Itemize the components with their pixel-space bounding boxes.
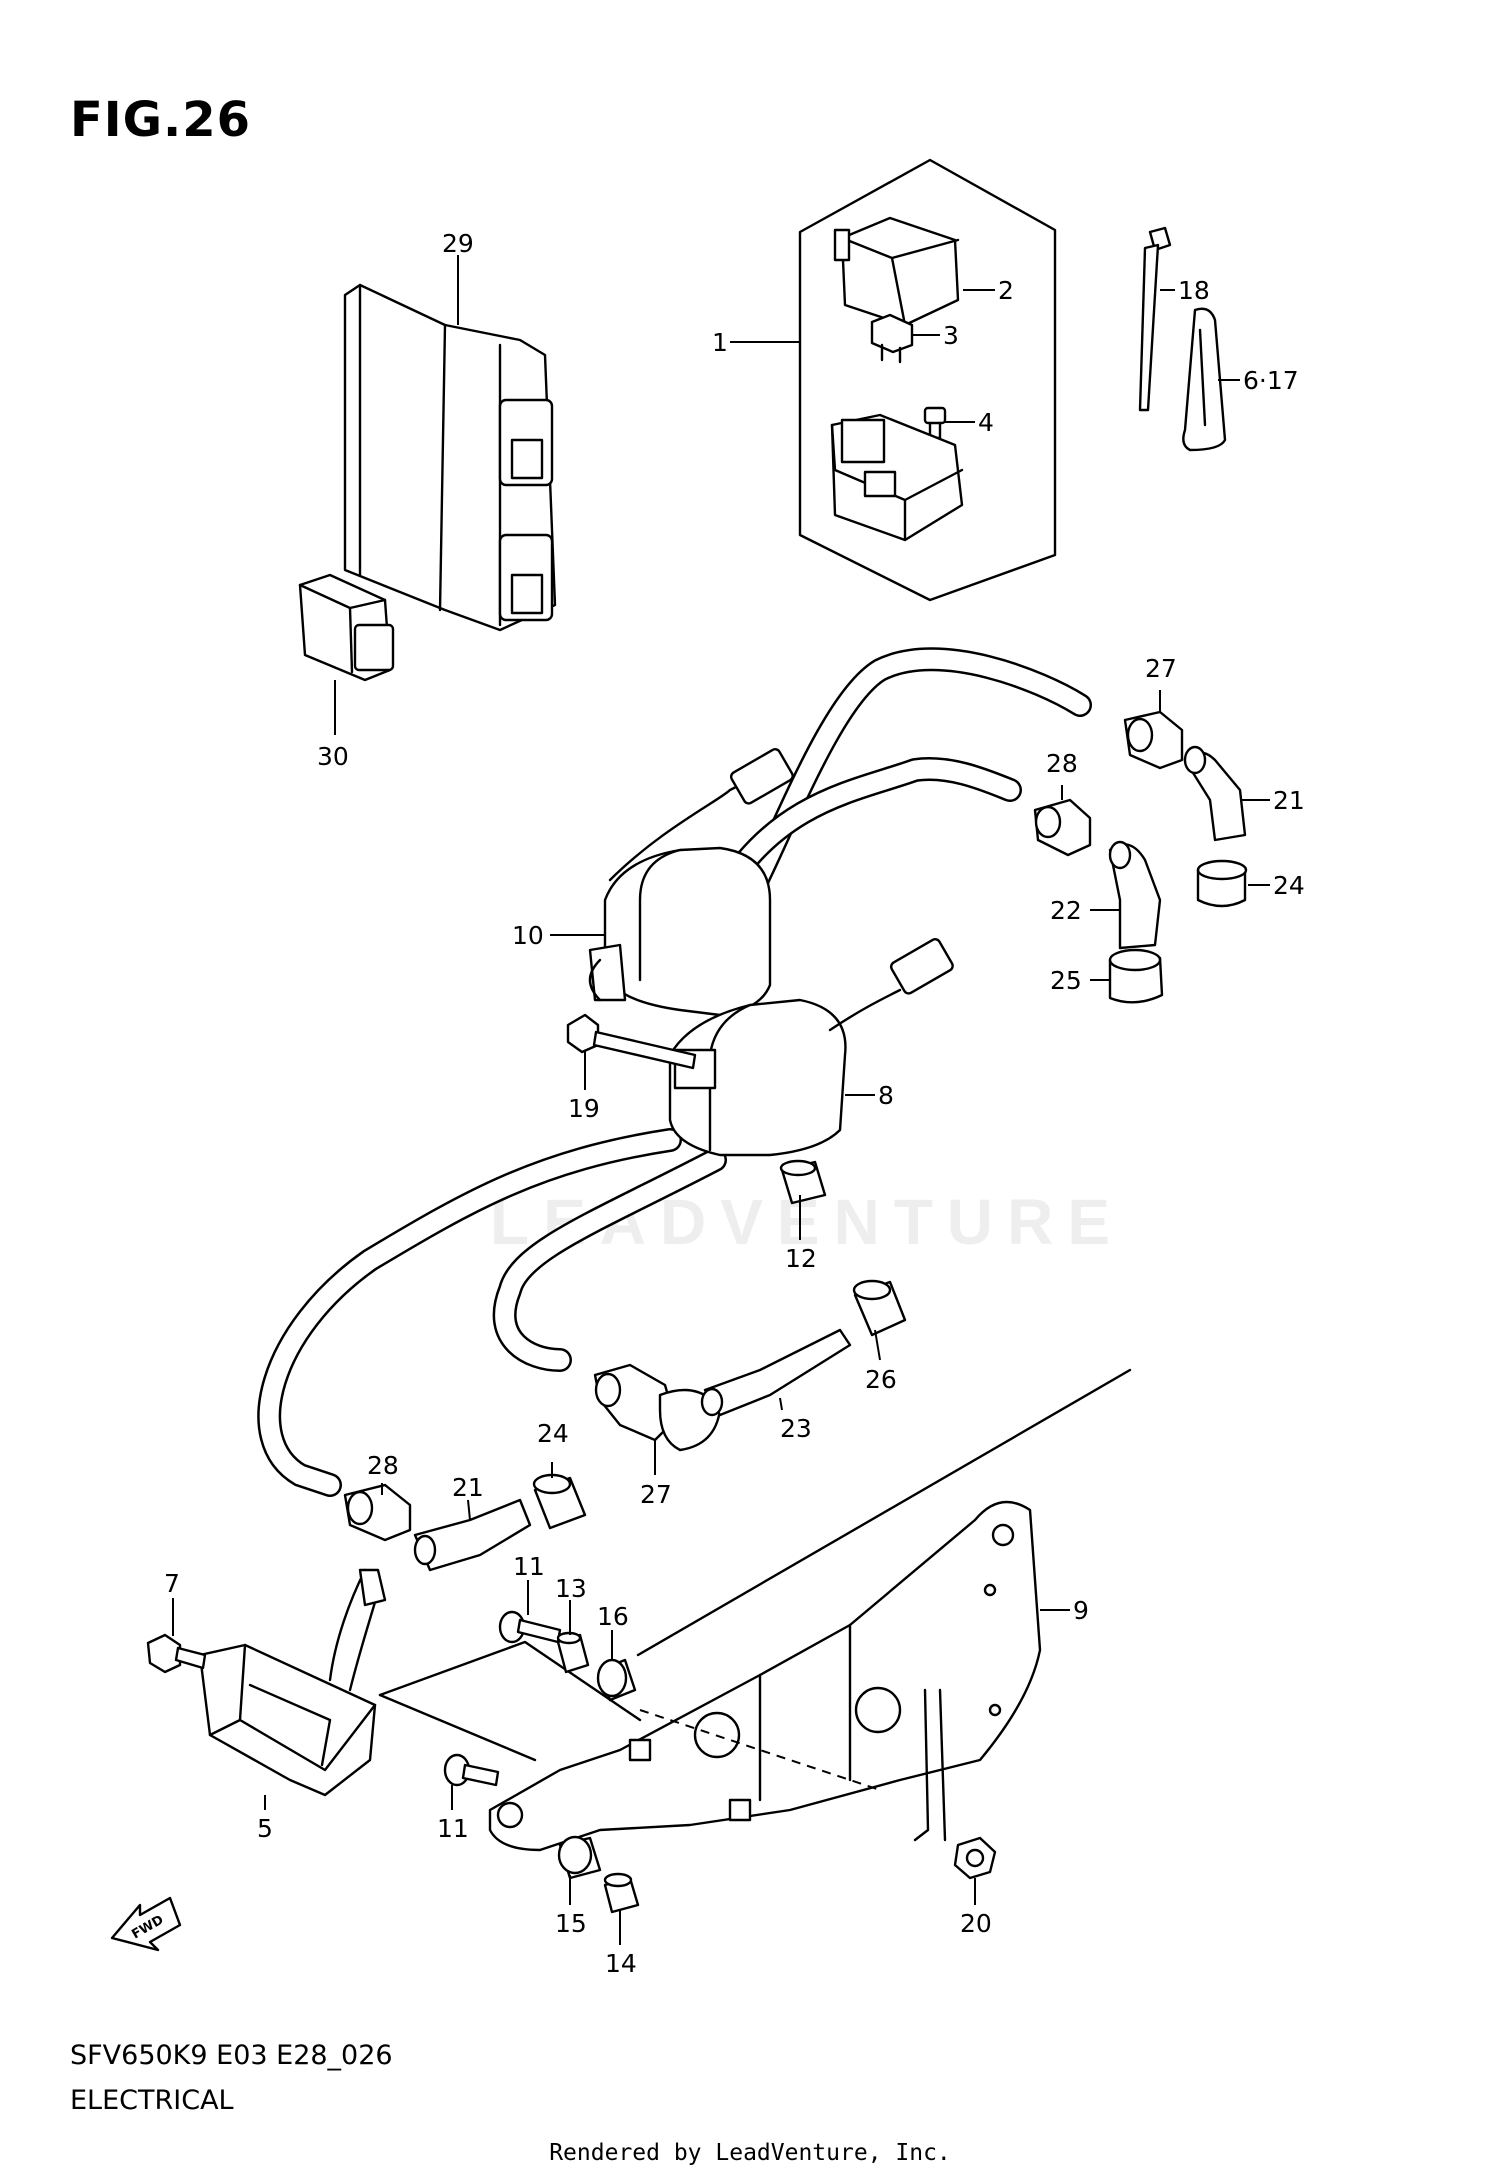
callout-10[interactable]: 10: [512, 921, 544, 950]
grommet-16[interactable]: [596, 1658, 637, 1702]
callout-8[interactable]: 8: [878, 1081, 894, 1110]
callout-21-lower[interactable]: 21: [452, 1473, 484, 1502]
cover-25-upper[interactable]: [1108, 948, 1164, 1004]
bracket-hardware: [443, 1610, 997, 1914]
callout-9[interactable]: 9: [1073, 1596, 1089, 1625]
plug-caps-lower: [343, 1279, 907, 1572]
collar-13[interactable]: [556, 1631, 590, 1674]
callout-1[interactable]: 1: [712, 328, 728, 357]
relay-screw[interactable]: [923, 406, 947, 440]
cover-24-upper[interactable]: [1196, 859, 1248, 908]
plug-cap-28-upper[interactable]: [1033, 798, 1092, 857]
callout-11-upper[interactable]: 11: [513, 1552, 545, 1581]
relay-cover[interactable]: [833, 216, 960, 327]
callout-12[interactable]: 12: [785, 1244, 817, 1273]
callout-3[interactable]: 3: [943, 321, 959, 350]
callout-28-lower[interactable]: 28: [367, 1451, 399, 1480]
plug-cap-23-lower[interactable]: [700, 1328, 852, 1417]
starter-relay-group: [798, 158, 1057, 602]
section-name: ELECTRICAL: [70, 2085, 234, 2116]
bolt-11-lower[interactable]: [443, 1753, 500, 1787]
ignition-coil-rear[interactable]: [588, 747, 794, 1017]
callout-15[interactable]: 15: [555, 1909, 587, 1938]
callout-labels: 1 2 3 4 18 6·17 29 30 27 28 21 24 22 25 …: [164, 229, 1305, 1978]
callout-16[interactable]: 16: [597, 1602, 629, 1631]
regulator-rectifier[interactable]: [198, 1568, 387, 1797]
callout-18[interactable]: 18: [1178, 276, 1210, 305]
grommet-15[interactable]: [557, 1835, 602, 1880]
plug-caps-right: [1033, 710, 1248, 1004]
cover-24-lower[interactable]: [532, 1473, 587, 1530]
callout-29[interactable]: 29: [442, 229, 474, 258]
callout-27-lower[interactable]: 27: [640, 1480, 672, 1509]
model-code: SFV650K9 E03 E28_026: [70, 2040, 393, 2071]
callout-6-17[interactable]: 6·17: [1243, 366, 1299, 395]
bolt-11-upper[interactable]: [498, 1610, 562, 1644]
cable-tie[interactable]: [1138, 226, 1172, 412]
plug-cap-21-upper[interactable]: [1183, 745, 1247, 842]
callout-26[interactable]: 26: [865, 1365, 897, 1394]
coil-bolt[interactable]: [566, 1013, 697, 1070]
coupler-connector[interactable]: [298, 573, 395, 682]
figure-title: FIG.26: [70, 92, 252, 148]
coil-spacer[interactable]: [779, 1159, 827, 1205]
relay-base[interactable]: [830, 413, 964, 542]
collar-14[interactable]: [603, 1872, 640, 1914]
plug-cap-27-lower[interactable]: [593, 1363, 722, 1452]
callout-23[interactable]: 23: [780, 1414, 812, 1443]
callout-24-upper[interactable]: 24: [1273, 871, 1305, 900]
cover-26-lower[interactable]: [852, 1279, 907, 1337]
callout-20[interactable]: 20: [960, 1909, 992, 1938]
wire-clamp[interactable]: [1182, 307, 1227, 452]
callout-14[interactable]: 14: [605, 1949, 637, 1978]
callout-13[interactable]: 13: [555, 1574, 587, 1603]
leader-lines: [172, 255, 1270, 1945]
callout-7[interactable]: 7: [164, 1569, 180, 1598]
high-tension-cables: [257, 647, 1092, 1497]
callout-27-upper[interactable]: 27: [1145, 654, 1177, 683]
nut-20[interactable]: [953, 1836, 997, 1880]
plug-cap-28-lower[interactable]: [343, 1483, 412, 1542]
plug-cap-22-upper[interactable]: [1108, 840, 1162, 950]
callout-28-upper[interactable]: 28: [1046, 749, 1078, 778]
render-credit: Rendered by LeadVenture, Inc.: [549, 2140, 951, 2166]
callout-5[interactable]: 5: [257, 1814, 273, 1843]
plug-cap-27-upper[interactable]: [1123, 710, 1184, 770]
callout-25[interactable]: 25: [1050, 966, 1082, 995]
regulator-bolt[interactable]: [146, 1633, 207, 1674]
fuse[interactable]: [870, 313, 914, 364]
callout-19[interactable]: 19: [568, 1094, 600, 1123]
callout-11-lower[interactable]: 11: [437, 1814, 469, 1843]
callout-24-lower[interactable]: 24: [537, 1419, 569, 1448]
callout-4[interactable]: 4: [978, 408, 994, 437]
coil-bracket[interactable]: [378, 1368, 1132, 1852]
ecm-unit[interactable]: [343, 283, 557, 632]
callout-21-upper[interactable]: 21: [1273, 786, 1305, 815]
ignition-coil-front[interactable]: [668, 937, 954, 1157]
plug-cap-21-lower[interactable]: [413, 1498, 532, 1572]
callout-22[interactable]: 22: [1050, 896, 1082, 925]
fwd-arrow-icon: FWD: [110, 1896, 182, 1952]
callout-30[interactable]: 30: [317, 742, 349, 771]
callout-2[interactable]: 2: [998, 276, 1014, 305]
